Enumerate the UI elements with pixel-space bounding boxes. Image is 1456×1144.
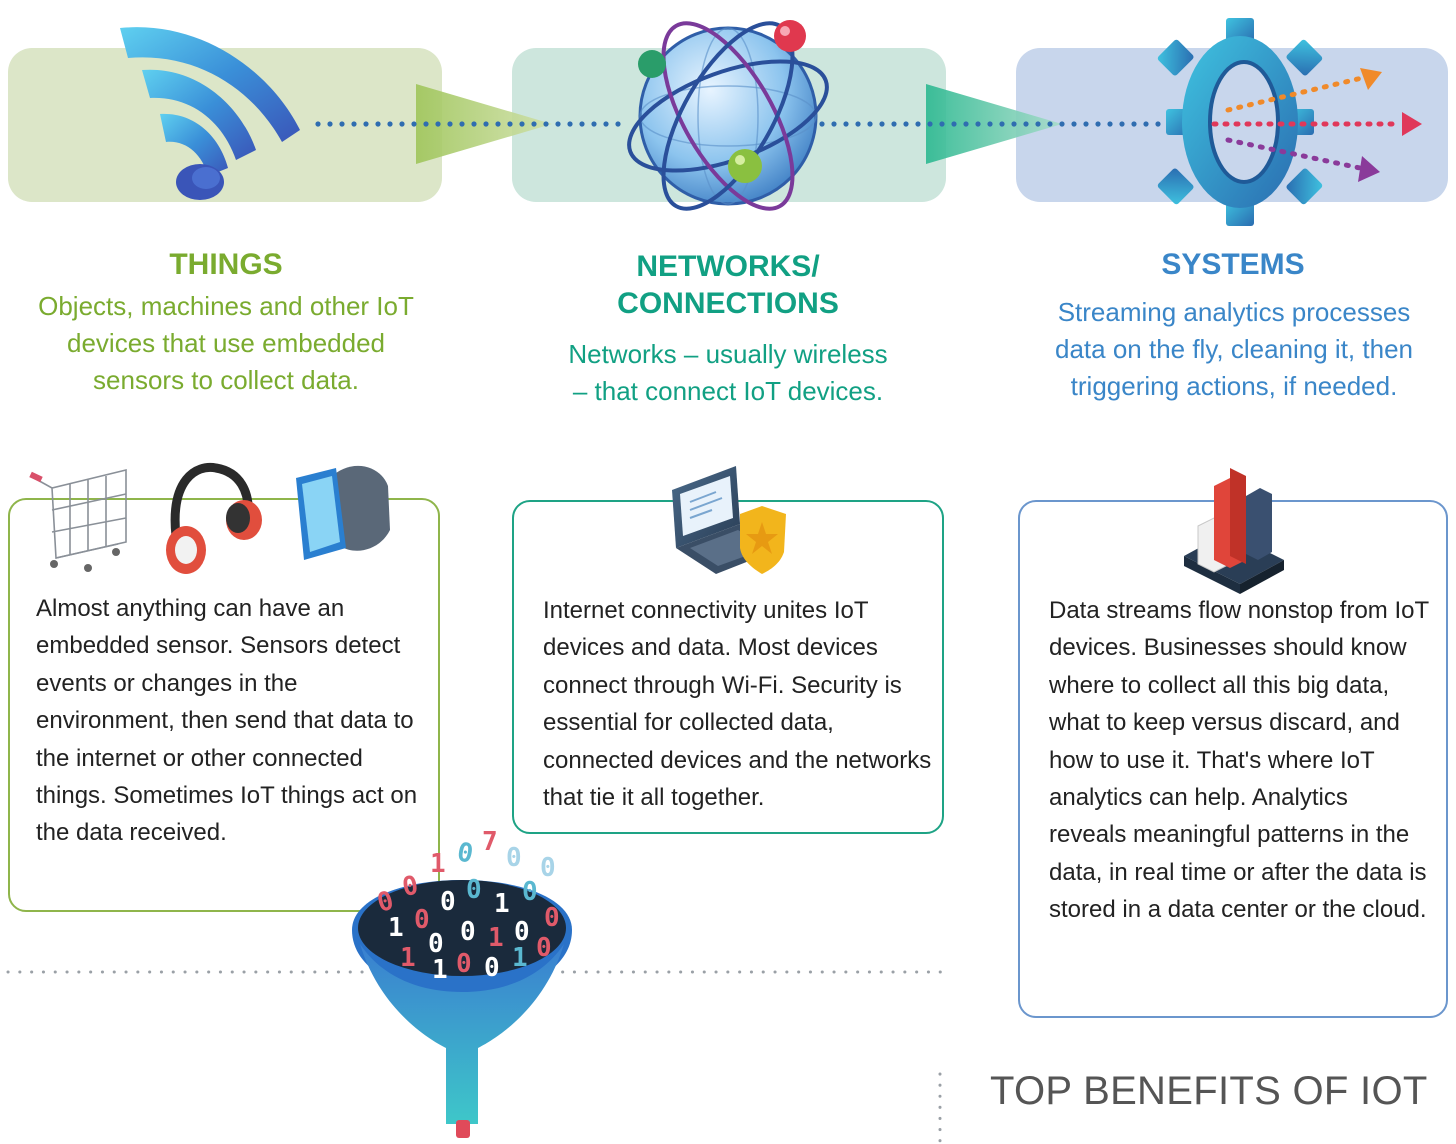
svg-text:7: 7 bbox=[482, 827, 498, 857]
systems-description: Streaming analytics processes data on th… bbox=[1055, 297, 1413, 401]
svg-text:0: 0 bbox=[455, 837, 476, 869]
svg-text:0: 0 bbox=[456, 949, 472, 979]
globe-network-icon bbox=[627, 20, 829, 211]
systems-card-body: Data streams flow nonstop from IoT devic… bbox=[1049, 597, 1429, 924]
networks-title-line2: CONNECTIONS bbox=[617, 287, 839, 320]
svg-text:0: 0 bbox=[466, 875, 482, 905]
svg-text:0: 0 bbox=[536, 933, 552, 963]
svg-text:0: 0 bbox=[428, 929, 444, 959]
networks-title: NETWORKS/ CONNECTIONS bbox=[520, 248, 936, 322]
svg-text:0: 0 bbox=[522, 877, 538, 907]
networks-card-body: Internet connectivity unites IoT devices… bbox=[543, 597, 932, 812]
svg-text:1: 1 bbox=[400, 943, 416, 973]
things-card-body: Almost anything can have an embedded sen… bbox=[36, 595, 418, 847]
svg-text:0: 0 bbox=[514, 917, 530, 947]
things-description: Objects, machines and other IoT devices … bbox=[38, 291, 414, 395]
networks-title-line1: NETWORKS/ bbox=[636, 250, 820, 283]
svg-text:0: 0 bbox=[506, 843, 522, 873]
things-title: THINGS bbox=[169, 248, 283, 281]
signal-cone-2 bbox=[926, 84, 1062, 164]
svg-text:1: 1 bbox=[512, 943, 528, 973]
systems-card bbox=[1018, 500, 1448, 1018]
svg-text:0: 0 bbox=[440, 887, 456, 917]
svg-text:1: 1 bbox=[494, 889, 510, 919]
svg-text:0: 0 bbox=[460, 917, 476, 947]
wifi-signal-icon bbox=[120, 27, 300, 200]
benefits-heading: TOP BENEFITS OF IOT bbox=[990, 1069, 1428, 1113]
gear-analytics-icon bbox=[1157, 18, 1422, 226]
systems-title: SYSTEMS bbox=[1161, 248, 1305, 281]
svg-text:0: 0 bbox=[484, 953, 500, 983]
svg-text:1: 1 bbox=[388, 913, 404, 943]
output-arrows bbox=[1211, 68, 1422, 182]
networks-description: Networks – usually wireless – that conne… bbox=[568, 339, 888, 406]
top-illustrations bbox=[120, 18, 1422, 226]
svg-text:0: 0 bbox=[540, 853, 556, 883]
svg-text:1: 1 bbox=[488, 923, 504, 953]
svg-text:0: 0 bbox=[544, 903, 560, 933]
svg-text:1: 1 bbox=[432, 955, 448, 985]
